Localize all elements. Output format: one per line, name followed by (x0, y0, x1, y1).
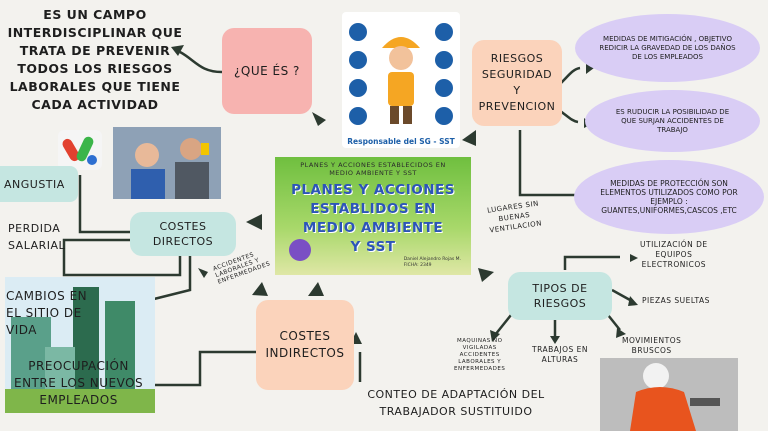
costes-directos-label: COSTES DIRECTOS (152, 220, 214, 248)
maquinas-text: MAQUINAS NO VIGILADAS ACCIDENTES LABORAL… (454, 338, 506, 372)
riesgos-bubble-1: MEDIDAS DE MITIGACIÓN , OBJETIVO REDICIR… (575, 14, 760, 82)
globe-icon (289, 239, 311, 261)
riesgos-bubble-2: ES RUDUCIR LA POSIBILIDAD DE QUE SURJAN … (585, 90, 760, 152)
que-es-node: ¿QUE ÉS ? (222, 28, 312, 114)
center-credit: Daniel Alejandro Rojas M. FICHA: 2349 (403, 257, 461, 268)
pills-image (58, 130, 102, 170)
poster-caption: Responsable del SG - SST (347, 137, 455, 146)
costes-indirectos-label: COSTES INDIRECTOS (265, 329, 345, 360)
welder-icon (600, 358, 738, 431)
center-title: PLANES Y ACCIONES ESTABLIDOS EN MEDIO AM… (291, 182, 455, 255)
riesgos-node: RIESGOS SEGURIDAD Y PREVENCION (472, 40, 562, 126)
piezas-text: PIEZAS SUELTAS (642, 296, 710, 305)
riesgos-label: RIESGOS SEGURIDAD Y PREVENCION (478, 52, 556, 113)
preocupacion-text: PREOCUPACIÓN ENTRE LOS NUEVOS EMPLEADOS (14, 359, 144, 407)
tipos-riesgos-label: TIPOS DE RIESGOS (532, 282, 588, 310)
pills-icon (62, 136, 97, 165)
safety-poster: Responsable del SG - SST (342, 12, 460, 148)
cambios-sitio-text: CAMBIOS EN EL SITIO DE VIDA (6, 289, 88, 337)
angustia-label: ANGUSTIA (4, 177, 65, 191)
que-es-label: ¿QUE ÉS ? (234, 64, 300, 78)
alturas-text: TRABAJOS EN ALTURAS (532, 345, 589, 364)
buildings-icon (5, 277, 155, 413)
costes-indirectos-node: COSTES INDIRECTOS (256, 300, 354, 390)
welder-photo (600, 358, 738, 431)
center-banner: PLANES Y ACCIONES ESTABLECIDOS EN MEDIO … (300, 161, 446, 177)
definition-text: ES UN CAMPO INTERDISCIPLINAR QUE TRATA D… (7, 7, 183, 112)
conteo-text: CONTEO DE ADAPTACIÓN DEL TRABAJADOR SUST… (367, 388, 545, 418)
perdida-salarial-text: PERDIDA SALARIAL (8, 222, 66, 252)
workers-icon (113, 127, 221, 199)
angustia-node: ANGUSTIA (0, 166, 78, 202)
safety-worker-illustration (349, 23, 453, 125)
center-image: PLANES Y ACCIONES ESTABLECIDOS EN MEDIO … (275, 157, 471, 275)
riesgos-bubble-3: MEDIDAS DE PROTECCIÓN SON ELEMENTOS UTIL… (574, 160, 764, 234)
tipos-riesgos-node: TIPOS DE RIESGOS (508, 272, 612, 320)
equipos-text: UTILIZACIÓN DE EQUIPOS ELECTRONICOS (640, 240, 708, 269)
movimientos-text: MOVIMIENTOS BRUSCOS (622, 336, 682, 355)
costes-directos-node: COSTES DIRECTOS (130, 212, 236, 256)
worker-photo (113, 127, 221, 199)
city-image (5, 277, 155, 413)
